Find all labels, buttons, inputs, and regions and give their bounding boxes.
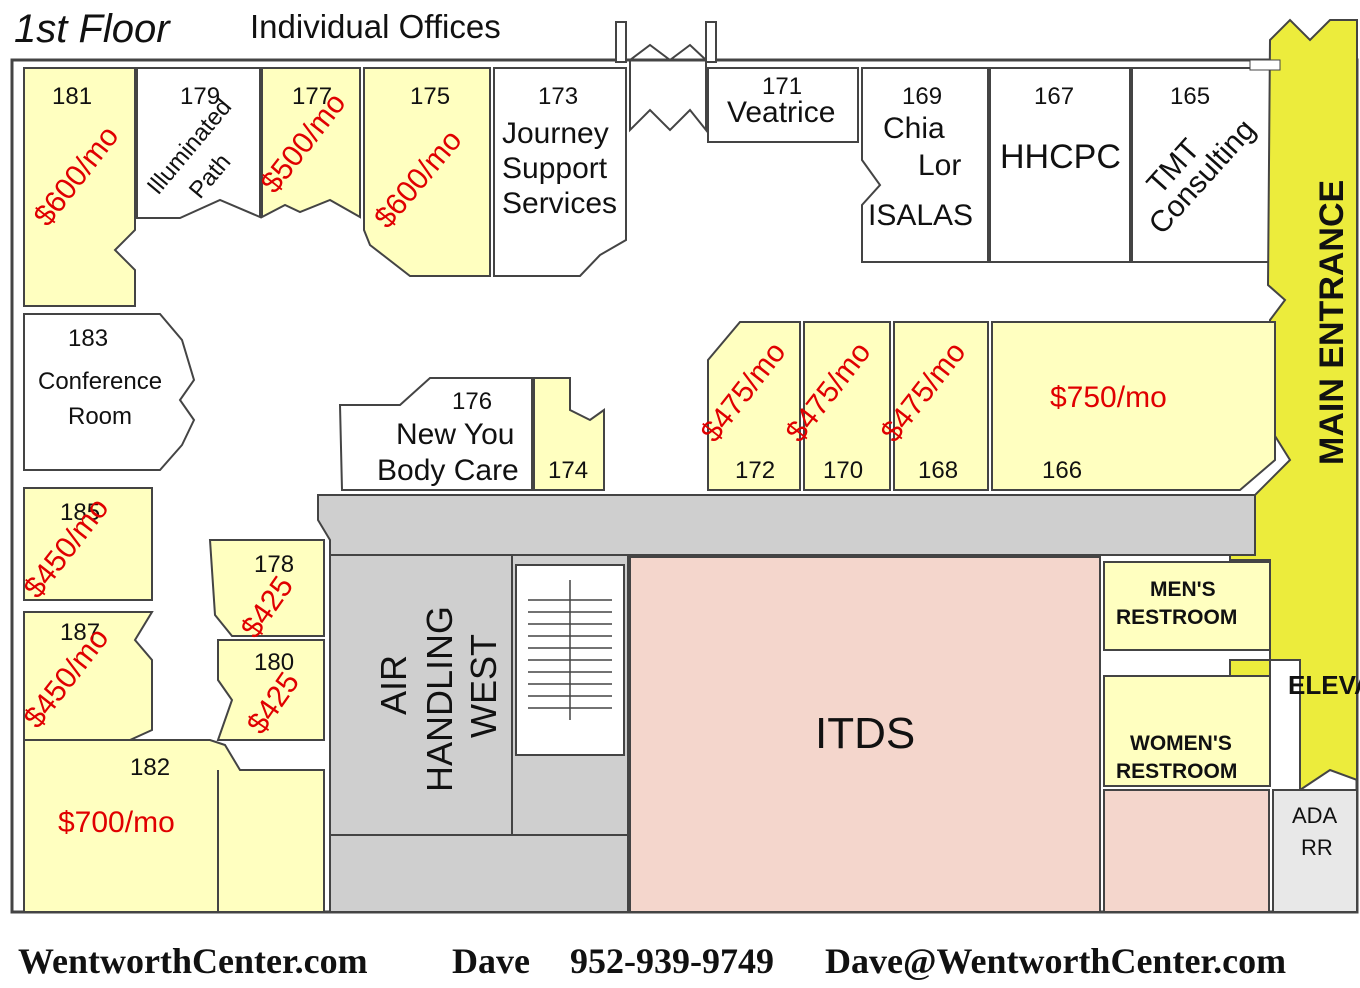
air-handling-label-1: AIR bbox=[373, 655, 414, 715]
room-183-name-1: Conference bbox=[38, 368, 162, 395]
room-168[interactable] bbox=[893, 321, 989, 491]
elevator-label: ELEVA bbox=[1288, 670, 1360, 700]
room-175[interactable] bbox=[363, 67, 491, 277]
womens-restroom bbox=[1103, 675, 1271, 787]
phone-number[interactable]: 952-939-9749 bbox=[570, 941, 774, 981]
ada-restroom bbox=[1272, 789, 1358, 913]
ada-label-2: RR bbox=[1301, 835, 1333, 860]
room-169-tenant-1: Chia bbox=[883, 112, 945, 145]
mens-restroom-label-1: MEN'S bbox=[1150, 578, 1216, 601]
air-handling-label-3: WEST bbox=[463, 634, 504, 738]
room-173-tenant-2: Support bbox=[502, 152, 608, 185]
room-176-number: 176 bbox=[452, 388, 492, 415]
room-180[interactable] bbox=[216, 639, 325, 741]
ada-label-1: ADA bbox=[1292, 803, 1338, 828]
room-176-tenant-1: New You bbox=[396, 418, 514, 451]
room-171 bbox=[707, 67, 859, 143]
top-door-post-right bbox=[705, 21, 717, 63]
room-177-number: 177 bbox=[292, 83, 332, 110]
room-183[interactable] bbox=[23, 313, 196, 471]
mechanical-lower bbox=[329, 834, 629, 913]
room-175-number: 175 bbox=[410, 83, 450, 110]
room-183-number: 183 bbox=[68, 325, 108, 352]
stair-treads bbox=[528, 580, 612, 720]
room-182-price: $700/mo bbox=[58, 806, 175, 839]
room-165-number: 165 bbox=[1170, 83, 1210, 110]
itds-label: ITDS bbox=[815, 709, 915, 758]
south-corridor bbox=[317, 494, 1256, 561]
room-182[interactable] bbox=[23, 739, 325, 913]
email-link[interactable]: Dave@WentworthCenter.com bbox=[825, 941, 1287, 981]
room-167-tenant: HHCPC bbox=[1000, 138, 1121, 176]
room-169-number: 169 bbox=[902, 83, 942, 110]
room-169-tenant-3: ISALAS bbox=[868, 199, 973, 232]
room-170-number: 170 bbox=[823, 457, 863, 484]
room-169 bbox=[861, 67, 989, 263]
room-183-name-2: Room bbox=[68, 403, 132, 430]
contact-name: Dave bbox=[452, 941, 530, 981]
room-176-tenant-2: Body Care bbox=[377, 454, 519, 487]
room-167 bbox=[989, 67, 1131, 263]
room-185[interactable] bbox=[23, 487, 153, 601]
floor-title: 1st Floor bbox=[14, 7, 171, 51]
main-entrance-label: MAIN ENTRANCE bbox=[1313, 180, 1351, 465]
room-181-number: 181 bbox=[52, 83, 92, 110]
room-166-price: $750/mo bbox=[1050, 381, 1167, 414]
room-172-number: 172 bbox=[735, 457, 775, 484]
room-173 bbox=[493, 67, 627, 277]
womens-restroom-label-2: RESTROOM bbox=[1116, 760, 1237, 783]
room-171-number: 171 bbox=[762, 73, 802, 100]
mens-restroom-label-2: RESTROOM bbox=[1116, 606, 1237, 629]
mens-restroom bbox=[1103, 561, 1271, 651]
room-179 bbox=[136, 67, 261, 219]
entrance-door-marker bbox=[1249, 59, 1281, 71]
room-178-number: 178 bbox=[254, 551, 294, 578]
womens-restroom-label-1: WOMEN'S bbox=[1130, 732, 1232, 755]
floor-plan-map: 1st Floor Individual Offices 181 $600/mo… bbox=[10, 7, 1360, 914]
air-handling-label-2: HANDLING bbox=[419, 606, 460, 792]
floor-subtitle: Individual Offices bbox=[250, 8, 501, 45]
room-174-number: 174 bbox=[548, 457, 588, 484]
room-181[interactable] bbox=[23, 67, 136, 307]
room-177[interactable] bbox=[261, 67, 361, 219]
room-166[interactable] bbox=[991, 321, 1276, 491]
room-182-number: 182 bbox=[130, 754, 170, 781]
room-174 bbox=[533, 377, 605, 491]
room-178[interactable] bbox=[208, 539, 325, 637]
contact-footer: WentworthCenter.com Dave 952-939-9749 Da… bbox=[0, 930, 1360, 988]
room-176 bbox=[338, 377, 533, 491]
room-172[interactable] bbox=[707, 321, 801, 491]
room-173-number: 173 bbox=[538, 83, 578, 110]
website-link[interactable]: WentworthCenter.com bbox=[18, 941, 368, 981]
room-169-tenant-2: Lor bbox=[918, 149, 961, 182]
room-179-number: 179 bbox=[180, 83, 220, 110]
room-168-number: 168 bbox=[918, 457, 958, 484]
room-171-tenant: Veatrice bbox=[727, 96, 835, 129]
room-170[interactable] bbox=[803, 321, 891, 491]
top-entry-doors bbox=[629, 43, 707, 133]
room-180-number: 180 bbox=[254, 649, 294, 676]
room-173-tenant-3: Services bbox=[502, 187, 617, 220]
top-door-post-left bbox=[615, 21, 627, 63]
itds-suite[interactable] bbox=[629, 556, 1101, 913]
room-185-number: 185 bbox=[60, 499, 100, 526]
room-173-tenant-1: Journey bbox=[502, 117, 609, 150]
itds-side-room bbox=[1103, 789, 1270, 913]
room-167-number: 167 bbox=[1034, 83, 1074, 110]
room-166-number: 166 bbox=[1042, 457, 1082, 484]
room-187-number: 187 bbox=[60, 619, 100, 646]
